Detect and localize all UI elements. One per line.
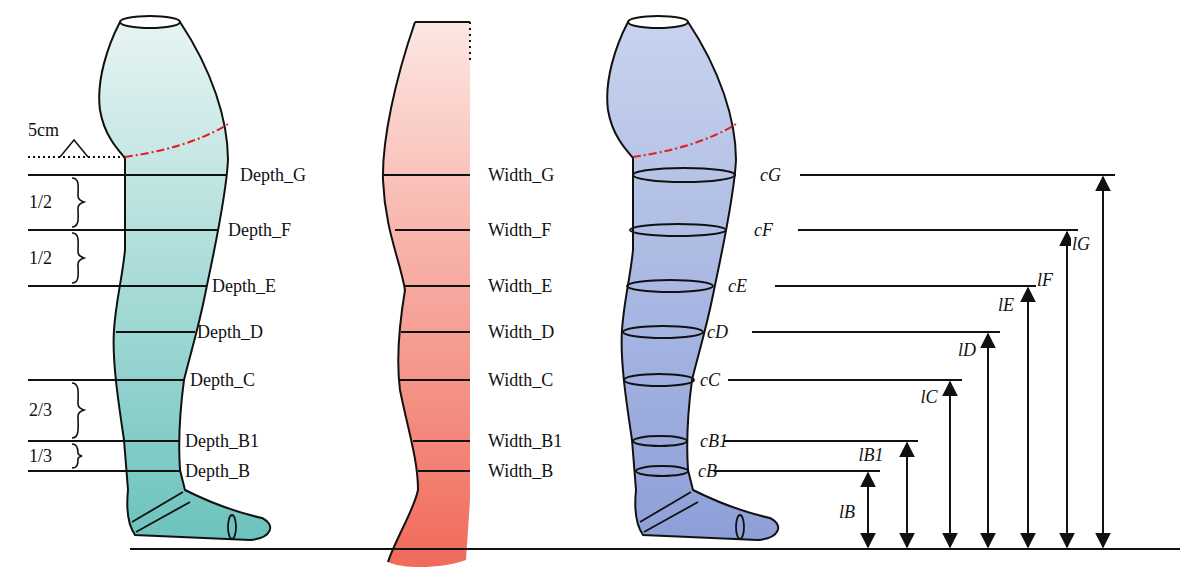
circumference-label: cG	[760, 165, 781, 185]
depth-label: Depth_F	[228, 220, 291, 240]
ratio-label: 1/3	[28, 446, 53, 466]
depth-label: Depth_C	[190, 370, 255, 390]
depth-label: Depth_B1	[185, 431, 259, 451]
height-label: lE	[997, 295, 1015, 315]
ratio-label: 1/2	[28, 248, 53, 268]
depth-label: Depth_G	[240, 165, 306, 185]
width-leg	[383, 22, 470, 567]
circumference-leg	[607, 16, 778, 540]
width-label: Width_G	[488, 165, 554, 185]
height-label: lD	[957, 340, 977, 360]
depth-label: Depth_B	[185, 461, 250, 481]
width-label: Width_D	[488, 322, 554, 342]
height-label: lG	[1071, 234, 1091, 254]
ratio-label: 1/2	[28, 192, 53, 212]
depth-label: Depth_D	[197, 322, 263, 342]
width-label: Width_F	[488, 220, 551, 240]
dimension-text: 5cm	[28, 120, 59, 140]
width-label: Width_B1	[488, 431, 562, 451]
height-label: lB	[838, 502, 856, 522]
width-label: Width_E	[488, 276, 552, 296]
height-label: lF	[1036, 270, 1054, 290]
circumference-label: cE	[728, 276, 747, 296]
circumference-label: cC	[700, 370, 720, 390]
height-label: lB1	[858, 445, 885, 465]
circumference-label: cF	[754, 220, 773, 240]
ratio-label: 2/3	[28, 400, 53, 420]
circumference-label: cB	[698, 461, 717, 481]
circumference-label: cB1	[700, 431, 728, 451]
width-label: Width_B	[488, 461, 553, 481]
depth-label: Depth_E	[212, 276, 276, 296]
height-label: lC	[919, 387, 938, 407]
height-dimensions	[130, 175, 1180, 549]
circumference-label: cD	[707, 322, 728, 342]
width-label: Width_C	[488, 370, 553, 390]
